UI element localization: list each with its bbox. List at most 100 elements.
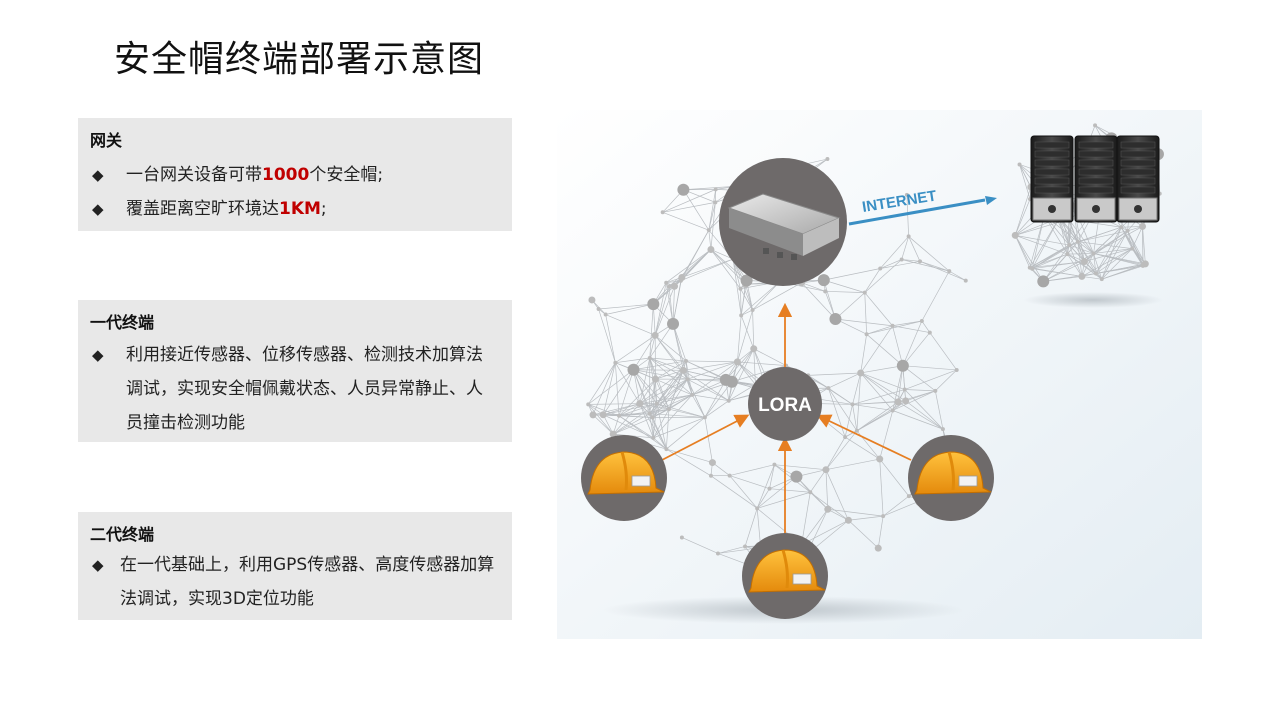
mesh-line (1101, 227, 1122, 280)
mesh-line (665, 282, 674, 324)
mesh-line (1069, 244, 1094, 254)
mesh-line (710, 475, 758, 509)
mesh-dot (599, 411, 607, 419)
mesh-dot (906, 234, 911, 239)
mesh-dot (679, 535, 684, 540)
mesh-dot (933, 388, 938, 393)
mesh-line (897, 401, 944, 430)
mesh-dot (790, 470, 803, 483)
mesh-line (740, 281, 781, 316)
mesh-line (602, 362, 616, 415)
mesh-line (1077, 230, 1128, 243)
diamond-bullet-icon: ◆ (92, 556, 104, 574)
mesh-line (602, 414, 614, 435)
mesh-line (633, 335, 656, 370)
mesh-line (1043, 273, 1096, 282)
mesh-line (901, 259, 921, 262)
lora-label: LORA (758, 395, 812, 416)
mesh-line (1142, 226, 1146, 264)
mesh-line (656, 378, 688, 404)
mesh-line (1142, 226, 1144, 265)
mesh-line (879, 459, 884, 517)
mesh-line (744, 508, 758, 547)
mesh-line (737, 361, 787, 366)
mesh-line (1095, 264, 1144, 274)
mesh-dot (1130, 246, 1135, 251)
mesh-line (949, 270, 966, 281)
mesh-line (880, 259, 902, 269)
mesh-line (844, 404, 853, 438)
mesh-line (612, 403, 641, 435)
bullet-item: ◆ 利用接近传感器、位移传感器、检测技术加算法调试，实现安全帽佩戴状态、人员异常… (90, 338, 500, 440)
mesh-dot (713, 187, 718, 192)
mesh-line (860, 365, 903, 374)
mesh-line (801, 282, 826, 292)
mesh-line (740, 288, 742, 316)
diamond-bullet-icon: ◆ (92, 166, 104, 184)
mesh-line (615, 362, 620, 416)
mesh-line (588, 404, 620, 417)
mesh-line (618, 378, 656, 417)
mesh-line (756, 464, 775, 509)
mesh-dot (666, 284, 671, 289)
mesh-line (649, 357, 684, 371)
bullet-text: 在一代基础上，利用GPS传感器、高度传感器加算法调试，实现3D定位功能 (120, 555, 495, 609)
mesh-dot (613, 360, 618, 365)
mesh-dot (927, 330, 932, 335)
helmet-to-lora-arrow (661, 414, 750, 461)
mesh-dot (1078, 272, 1086, 280)
server-slot (1120, 168, 1156, 176)
mesh-line (756, 476, 797, 509)
mesh-line (668, 379, 688, 410)
mesh-dot (726, 398, 731, 403)
floor-shadow (1023, 292, 1163, 308)
mesh-line (666, 448, 713, 463)
server-slot (1034, 141, 1070, 149)
server-slot (1078, 177, 1114, 185)
mesh-dot (660, 210, 665, 215)
mesh-line (823, 279, 865, 293)
mesh-dot (1017, 162, 1022, 167)
mesh-line (1120, 227, 1144, 265)
mesh-line (1093, 253, 1144, 265)
mesh-line (823, 268, 881, 281)
mesh-line (1029, 215, 1045, 268)
mesh-line (828, 372, 861, 389)
mesh-line (633, 369, 658, 404)
mesh-line (864, 292, 893, 327)
mesh-line (681, 258, 734, 278)
server-slot (1120, 150, 1156, 158)
mesh-line (852, 404, 858, 431)
mesh-dot (708, 473, 713, 478)
mesh-line (1101, 248, 1133, 280)
mesh-dot (589, 411, 597, 419)
mesh-line (729, 475, 770, 490)
network-diagram-svg: INTERNET LORA (557, 110, 1202, 639)
mesh-dot (864, 332, 869, 337)
mesh-dot (702, 415, 707, 420)
mesh-line (827, 508, 849, 521)
mesh-line (639, 403, 654, 438)
mesh-dot (609, 430, 617, 438)
bullet-item: ◆ 覆盖距离空旷环境达1KM; (90, 192, 500, 226)
mesh-dot (825, 157, 830, 162)
mesh-line (1058, 217, 1094, 254)
mesh-line (905, 400, 944, 430)
mesh-dot (919, 318, 924, 323)
mesh-line (668, 286, 674, 324)
mesh-line (737, 315, 742, 362)
mesh-dot (843, 435, 848, 440)
mesh-line (892, 325, 930, 333)
mesh-line (1127, 230, 1146, 265)
mesh-line (902, 365, 957, 371)
mesh-line (882, 495, 910, 517)
helmet-to-lora-arrow (816, 414, 912, 461)
mesh-line (666, 409, 670, 450)
mesh-dot (1067, 243, 1072, 248)
mesh-line (825, 290, 865, 293)
mesh-line (1014, 198, 1031, 236)
mesh-line (1120, 227, 1133, 249)
mesh-line (852, 389, 905, 405)
gen2-terminal-panel: 二代终端 ◆ 在一代基础上，利用GPS传感器、高度传感器加算法调试，实现3D定位… (78, 512, 512, 620)
mesh-line (757, 491, 811, 509)
